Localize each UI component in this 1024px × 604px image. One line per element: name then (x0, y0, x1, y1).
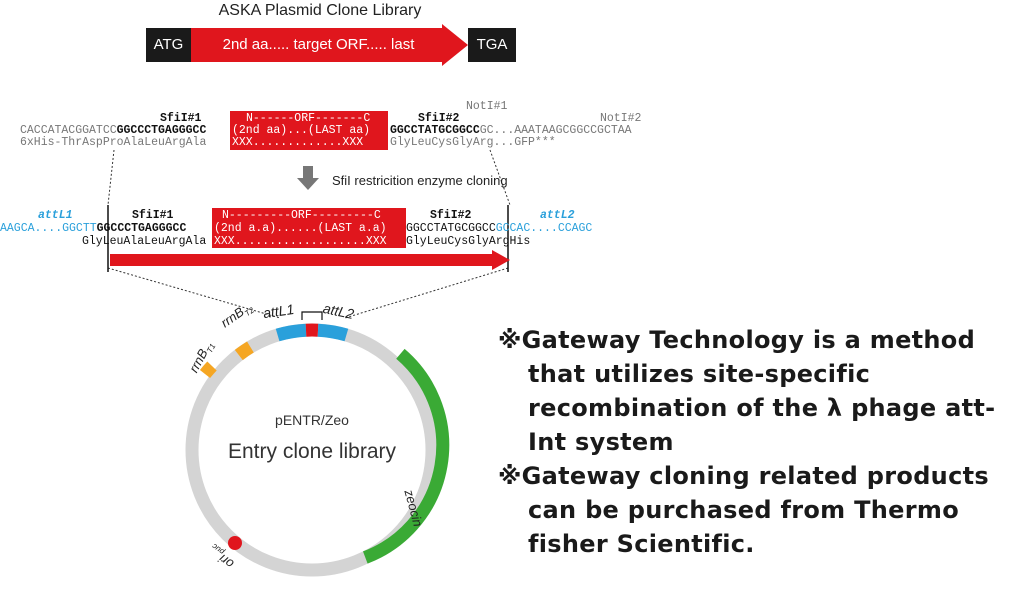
mid-orf-box (212, 208, 406, 248)
insert-arrow (110, 250, 510, 270)
mid-protein-right: GlyLeuCysGlyArgHis (406, 235, 531, 248)
top-not2-label: NotI#2 (600, 112, 642, 125)
down-arrow-icon (297, 166, 319, 190)
note-purchase: ※Gateway cloning related products can be… (498, 462, 989, 558)
diagram-title: ASKA Plasmid Clone Library (218, 2, 422, 19)
ori-dot (228, 536, 242, 550)
rrnb-t1-arc (199, 361, 217, 379)
mid-attl1-label: attL1 (38, 209, 73, 222)
plasmid-map (185, 311, 450, 577)
mid-box-row1: N---------ORF---------C (222, 209, 381, 222)
plasmid-name: pENTR/Zeo (275, 412, 349, 428)
attl1-arc (275, 323, 307, 342)
rrnb-t2-arc (234, 341, 254, 361)
top-not1-label: NotI#1 (466, 100, 508, 113)
plasmid-subtitle: Entry clone library (227, 440, 397, 463)
attl2-arc (317, 323, 349, 342)
mid-attl2-label: attL2 (540, 209, 575, 222)
top-protein-right: GlyLeuCysGlyArg...GFP*** (390, 136, 556, 149)
stop-codon: TGA (468, 28, 516, 62)
top-dna-left: CACCATACGGATCCGGCCCTGAGGGCC (20, 124, 207, 137)
orf-segment: 2nd aa..... target ORF..... last (191, 28, 446, 62)
mid-sfi2-label: SfiI#2 (430, 209, 472, 222)
mid-dna-left: AAGCA....GGCTTGGCCCTGAGGGCC (0, 222, 187, 235)
mid-protein-left: GlyLeuAlaLeuArgAla (82, 235, 207, 248)
top-orf-box (230, 111, 388, 150)
note-gateway-tech: ※Gateway Technology is a method that uti… (498, 326, 996, 456)
orf-arrowhead (442, 24, 468, 66)
mid-dna-right: GGCCTATGCGGCCGCCAC....CCAGC (406, 222, 593, 235)
cloning-label: SfiI restricition enzyme cloning (332, 173, 508, 188)
top-box-row3: XXX.............XXX (232, 136, 364, 149)
top-dna-right: GGCCTATGCGGCCGC...AAATAAGCGGCCGCTAA (390, 124, 632, 137)
top-sfi1-label: SfiI#1 (160, 112, 202, 125)
mid-box-row3: XXX...................XXX (214, 235, 387, 248)
mid-box-row2: (2nd a.a)......(LAST a.a) (214, 222, 387, 235)
top-sfi2-label: SfiI#2 (418, 112, 460, 125)
start-codon: ATG (146, 28, 191, 62)
top-protein-left: 6xHis-ThrAspProAlaLeuArgAla (20, 136, 207, 149)
zeocin-gene-arc (362, 348, 450, 564)
top-box-row1: N------ORF-------C (246, 112, 371, 125)
top-box-row2: (2nd aa)...(LAST aa) (232, 124, 371, 137)
notes-panel: ※Gateway Technology is a method that uti… (498, 323, 1008, 561)
mid-sfi1-label: SfiI#1 (132, 209, 174, 222)
